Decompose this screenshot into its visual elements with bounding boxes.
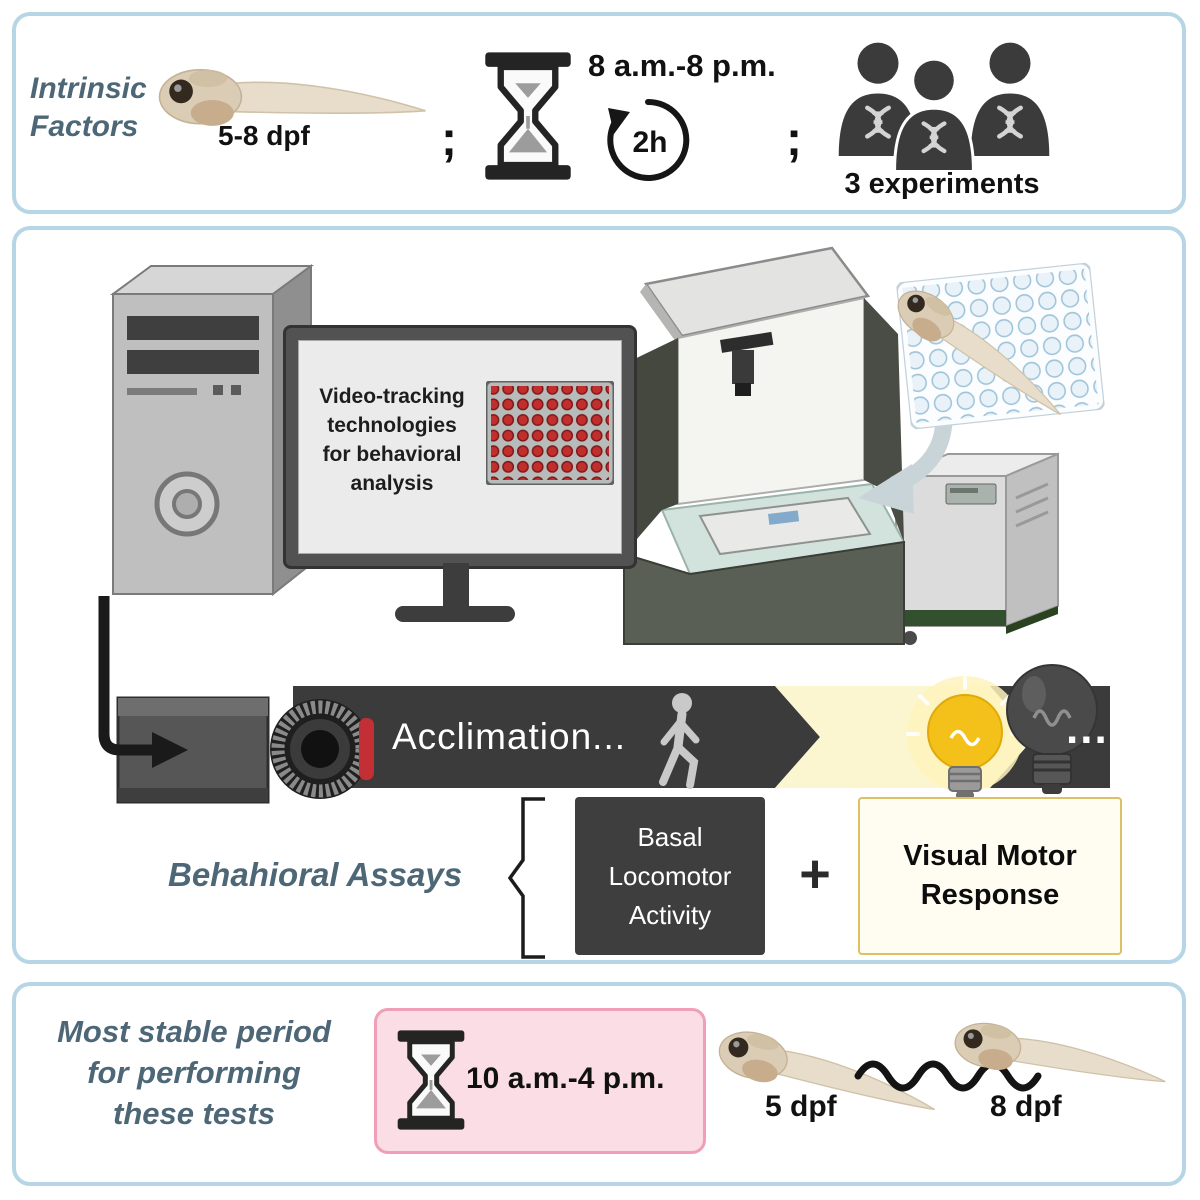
well-plate-icon <box>895 262 1106 430</box>
acclimation-label: Acclimation... <box>392 716 627 757</box>
intrinsic-factors-title: Intrinsic Factors <box>30 70 147 145</box>
camera-icon <box>116 696 374 804</box>
basal-assay-box: Basal Locomotor Activity <box>575 797 765 955</box>
separator-2: ; <box>786 113 802 166</box>
walking-person-icon <box>659 693 700 789</box>
cable-arrow-icon <box>98 596 188 768</box>
stable-title-line-2: for performing <box>87 1054 301 1090</box>
fish-old-label: 8 dpf <box>990 1090 1062 1123</box>
title-line-1: Intrinsic <box>30 72 147 105</box>
hourglass-icon-bottom <box>392 1026 470 1134</box>
tracking-chamber-icon <box>623 246 906 645</box>
fish-stage-label: 5-8 dpf <box>218 120 310 151</box>
title-line-2: Factors <box>30 109 139 143</box>
plus-sign: + <box>799 844 831 904</box>
fish-young-label: 5 dpf <box>765 1090 837 1123</box>
brace-icon <box>507 797 545 959</box>
cycle-arrow-icon: 2h <box>607 98 690 181</box>
caption-line-2: technologies <box>327 413 457 437</box>
caption-line-1: Video-tracking <box>319 385 465 408</box>
monitor-caption: Video-tracking technologies for behavior… <box>303 383 481 499</box>
computer-tower-icon <box>109 264 315 597</box>
wave-icon <box>854 1060 1042 1092</box>
stable-window-label: 10 a.m.-4 p.m. <box>466 1062 665 1095</box>
stable-title-line-1: Most stable period <box>57 1014 331 1049</box>
vmr-assay-box: Visual Motor Response <box>858 797 1122 955</box>
daily-window-label: 8 a.m.-8 p.m. <box>588 48 776 83</box>
caption-line-3: for behavioral <box>322 442 462 466</box>
well-plate-screen-icon <box>486 381 614 485</box>
stable-title-line-3: these tests <box>113 1095 275 1131</box>
monitor-stand-base <box>395 606 515 622</box>
cycle-interval-label: 2h <box>632 126 667 159</box>
monitor-stand-neck <box>443 563 469 609</box>
researcher-icon-center <box>886 58 982 170</box>
assays-title: Behahioral Assays <box>168 856 463 893</box>
experiments-count-label: 3 experiments <box>844 168 1040 200</box>
stable-period-title: Most stable period for performing these … <box>24 1012 364 1135</box>
hourglass-icon <box>478 50 578 182</box>
caption-line-4: analysis <box>350 471 434 495</box>
instrument-icon <box>895 452 1059 645</box>
continuation-dots: ... <box>1066 704 1109 753</box>
lightbulb-off-icon <box>1006 664 1098 794</box>
separator-1: ; <box>441 113 457 166</box>
